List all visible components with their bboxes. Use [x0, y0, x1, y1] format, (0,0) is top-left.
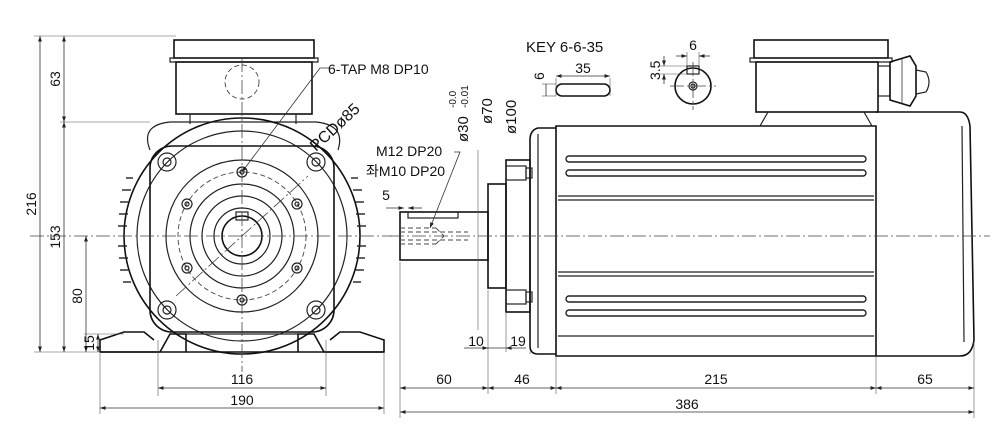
dim-386: 386 [675, 396, 699, 412]
tap-leader [241, 67, 330, 173]
front-dimensions-horizontal: 116 190 [99, 340, 385, 414]
shaft-key [407, 211, 459, 219]
pcd-diameter-line [175, 175, 309, 297]
dim-63: 63 [47, 71, 63, 87]
dim-65: 65 [917, 371, 933, 387]
shaft-dia-label: ø30 [455, 116, 472, 142]
cable-gland [877, 55, 930, 107]
terminal-box-rim [169, 57, 319, 63]
side-flange-bolts [505, 165, 533, 305]
key-depth-dim: 3.5 [647, 60, 663, 80]
body-fins [558, 155, 874, 337]
side-view: M12 DP20 좌M10 DP20 ø30 -0.0 -0.01 ø70 ø1… [366, 37, 990, 357]
end-shield [529, 127, 556, 355]
dim-216: 216 [23, 192, 39, 216]
frame-fins-right [351, 177, 366, 283]
m10-label: 좌M10 DP20 [366, 163, 445, 179]
side-dimensions: 60 46 215 65 386 10 19 [399, 262, 975, 418]
shaft-center-tap [400, 227, 468, 245]
dim-15: 15 [81, 335, 97, 351]
dim-80: 80 [69, 288, 85, 304]
side-terminal-lid [753, 39, 889, 59]
dim-10: 10 [468, 333, 484, 349]
dim-5: 5 [382, 187, 390, 203]
terminal-box [175, 61, 313, 115]
frame-fins-left [118, 177, 133, 283]
d70-label: ø70 [479, 98, 496, 124]
dim-215: 215 [704, 371, 728, 387]
dim-19: 19 [510, 333, 526, 349]
tol-upper: -0.0 [448, 90, 459, 108]
key-len-dim: 35 [575, 60, 591, 76]
tap-leader-side [429, 151, 461, 229]
front-dimensions-vertical: 216 63 153 80 15 [23, 35, 176, 353]
tap-label: 6-TAP M8 DP10 [328, 61, 429, 77]
terminal-box-lid [173, 39, 315, 59]
dim-60: 60 [436, 371, 452, 387]
key-h-dim: 6 [531, 72, 547, 80]
frame-top [146, 121, 341, 151]
m12-label: M12 DP20 [376, 143, 442, 159]
dim-46: 46 [514, 371, 530, 387]
side-terminal-box [755, 61, 879, 113]
front-view: 6-TAP M8 DP10 PCDø85 [30, 39, 429, 372]
dim-190: 190 [230, 392, 254, 408]
flange-bolts [157, 152, 326, 320]
key-label: KEY 6-6-35 [526, 39, 603, 56]
fan-cover [876, 111, 975, 357]
motor-body [555, 125, 877, 357]
d100-label: ø100 [503, 100, 520, 134]
tol-lower: -0.01 [460, 85, 471, 108]
key-detail-top [555, 83, 611, 97]
key-w-dim: 6 [689, 37, 697, 53]
dim-153: 153 [47, 225, 63, 249]
pcd-label: PCDø85 [307, 101, 364, 155]
dim-116: 116 [231, 371, 254, 387]
